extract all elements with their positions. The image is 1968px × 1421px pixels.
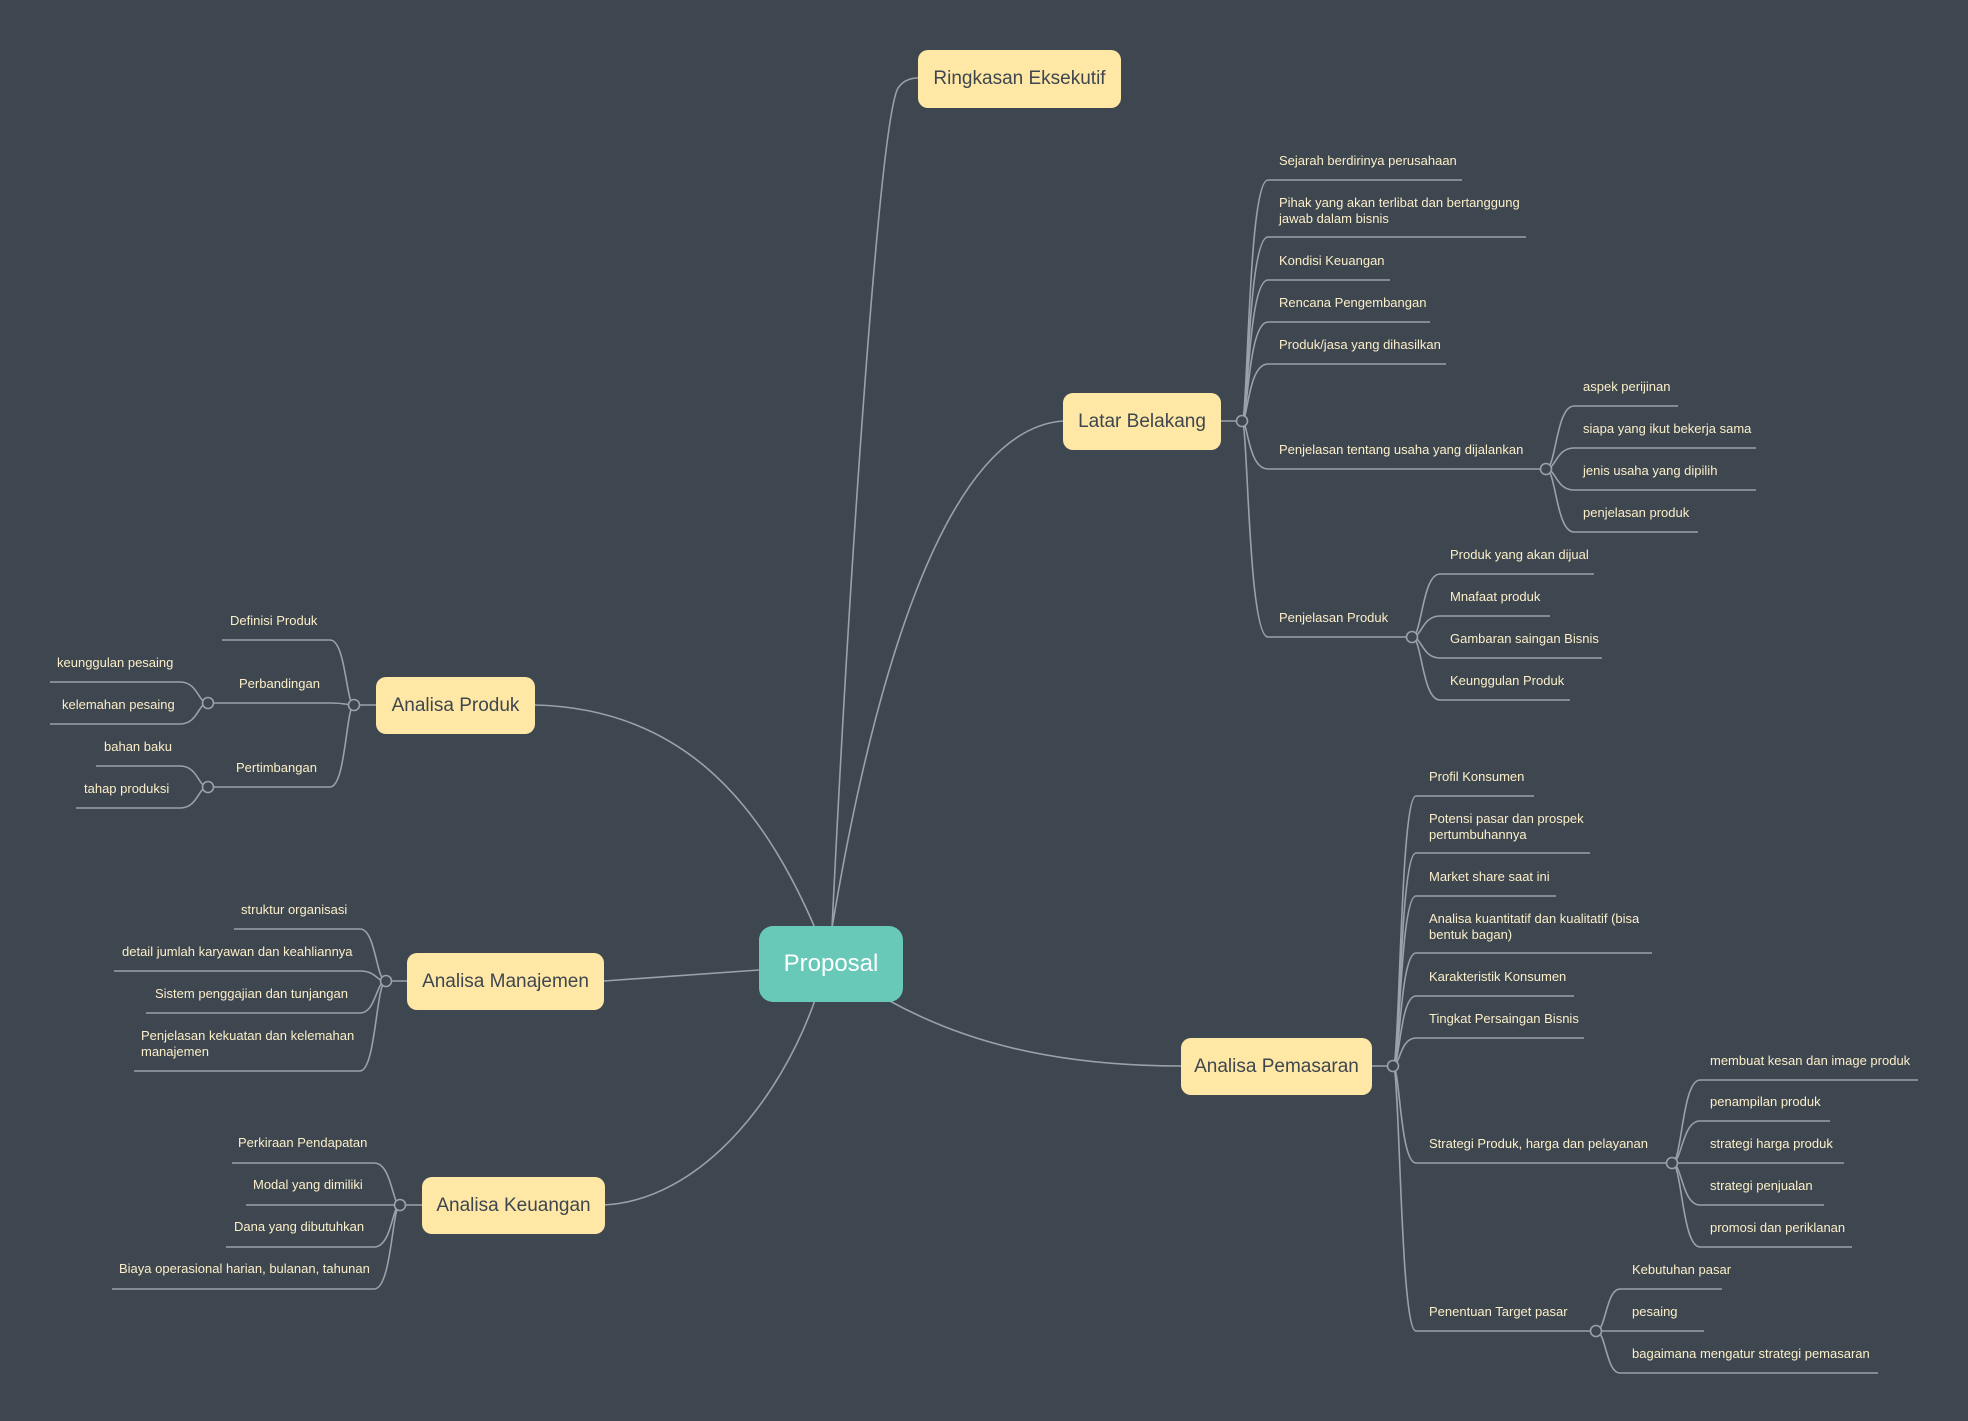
junction-strategi [1665, 1156, 1679, 1170]
subtopic-produk-2[interactable]: Perbandingan [239, 676, 320, 691]
subtopic-strategi-3[interactable]: strategi harga produk [1710, 1136, 1833, 1151]
subtopic-produk-detail-1[interactable]: Produk yang akan dijual [1450, 547, 1589, 562]
junction-produk [347, 698, 361, 712]
junction-perbandingan [201, 696, 215, 710]
subtopic-pemasaran-7[interactable]: Strategi Produk, harga dan pelayanan [1429, 1136, 1648, 1151]
subtopic-pemasaran-4[interactable]: Analisa kuantitatif dan kualitatif (bisa… [1429, 911, 1640, 942]
subtopic-strategi-2[interactable]: penampilan produk [1710, 1094, 1821, 1109]
junction-pertimbangan [201, 780, 215, 794]
subtopic-pemasaran-2[interactable]: Potensi pasar dan prospek pertumbuhannya [1429, 811, 1584, 842]
subtopic-manajemen-4[interactable]: Penjelasan kekuatan dan kelemahan manaje… [141, 1028, 355, 1059]
link-root-ringkasan [831, 77, 919, 929]
subtopic-latar-6[interactable]: Penjelasan tentang usaha yang dijalankan [1279, 442, 1524, 457]
subtopic-pemasaran-3[interactable]: Market share saat ini [1429, 869, 1550, 884]
subtopic-strategi-1[interactable]: membuat kesan dan image produk [1710, 1053, 1911, 1068]
subtopic-usaha-4[interactable]: penjelasan produk [1583, 505, 1690, 520]
subtopic-keuangan-1[interactable]: Perkiraan Pendapatan [238, 1135, 368, 1150]
topic-analisa-produk[interactable]: Analisa Produk [376, 677, 535, 734]
subtopic-produk-1[interactable]: Definisi Produk [230, 613, 318, 628]
subtopic-strategi-4[interactable]: strategi penjualan [1710, 1178, 1813, 1193]
subtopic-usaha-2[interactable]: siapa yang ikut bekerja sama [1583, 421, 1752, 436]
subtopic-produk-3[interactable]: Pertimbangan [236, 760, 317, 775]
junction-penjelasan-produk [1405, 630, 1419, 644]
subtopic-produk-detail-4[interactable]: Keunggulan Produk [1450, 673, 1565, 688]
subtopic-keuangan-3[interactable]: Dana yang dibutuhkan [234, 1219, 365, 1234]
link-root-manajemen [603, 969, 760, 982]
junction-keuangan [393, 1198, 407, 1212]
topic-latar-belakang[interactable]: Latar Belakang [1063, 393, 1221, 450]
subtopic-manajemen-3[interactable]: Sistem penggajian dan tunjangan [155, 986, 348, 1001]
subtopic-perbandingan-1[interactable]: keunggulan pesaing [57, 655, 174, 670]
subtopic-usaha-3[interactable]: jenis usaha yang dipilih [1583, 463, 1718, 478]
subtopic-produk-detail-2[interactable]: Mnafaat produk [1450, 589, 1541, 604]
subtopic-pemasaran-6[interactable]: Tingkat Persaingan Bisnis [1429, 1011, 1579, 1026]
subtopic-pemasaran-1[interactable]: Profil Konsumen [1429, 769, 1525, 784]
subtopic-latar-5[interactable]: Produk/jasa yang dihasilkan [1279, 337, 1441, 352]
topic-analisa-keuangan[interactable]: Analisa Keuangan [422, 1177, 605, 1234]
subtopic-usaha-1[interactable]: aspek perijinan [1583, 379, 1671, 394]
junction-pemasaran [1386, 1059, 1400, 1073]
link-root-pemasaran [887, 999, 1182, 1067]
subtopic-latar-2[interactable]: Pihak yang akan terlibat dan bertanggung… [1279, 195, 1520, 226]
subtopic-produk-detail-3[interactable]: Gambaran saingan Bisnis [1450, 631, 1599, 646]
subtopic-pertimbangan-2[interactable]: tahap produksi [84, 781, 170, 796]
junction-target [1589, 1324, 1603, 1338]
subtopic-pemasaran-5[interactable]: Karakteristik Konsumen [1429, 969, 1567, 984]
subtopic-latar-3[interactable]: Kondisi Keuangan [1279, 253, 1385, 268]
subtopic-pertimbangan-1[interactable]: bahan baku [104, 739, 172, 754]
subtopic-keuangan-2[interactable]: Modal yang dimiliki [253, 1177, 363, 1192]
subtopic-target-1[interactable]: Kebutuhan pasar [1632, 1262, 1732, 1277]
junction-latar [1235, 414, 1249, 428]
topic-analisa-manajemen[interactable]: Analisa Manajemen [407, 953, 604, 1010]
subtopic-strategi-5[interactable]: promosi dan periklanan [1710, 1220, 1846, 1235]
subtopic-latar-1[interactable]: Sejarah berdirinya perusahaan [1279, 153, 1457, 168]
topic-ringkasan-eksekutif[interactable]: Ringkasan Eksekutif [918, 50, 1121, 108]
subtopic-latar-4[interactable]: Rencana Pengembangan [1279, 295, 1427, 310]
subtopic-target-3[interactable]: bagaimana mengatur strategi pemasaran [1632, 1346, 1870, 1361]
link-root-produk [533, 704, 816, 929]
central-topic-proposal[interactable]: Proposal [759, 926, 903, 1002]
topic-analisa-pemasaran[interactable]: Analisa Pemasaran [1181, 1038, 1372, 1095]
subtopic-manajemen-1[interactable]: struktur organisasi [241, 902, 348, 917]
subtopic-latar-7[interactable]: Penjelasan Produk [1279, 610, 1389, 625]
junction-usaha [1539, 462, 1553, 476]
link-root-keuangan [603, 999, 816, 1206]
subtopic-keuangan-4[interactable]: Biaya operasional harian, bulanan, tahun… [119, 1261, 370, 1276]
subtopic-manajemen-2[interactable]: detail jumlah karyawan dan keahliannya [122, 944, 353, 959]
junction-manajemen [379, 974, 393, 988]
subtopic-pemasaran-8[interactable]: Penentuan Target pasar [1429, 1304, 1568, 1319]
link-root-latar [831, 420, 1064, 929]
subtopic-perbandingan-2[interactable]: kelemahan pesaing [62, 697, 175, 712]
subtopic-target-2[interactable]: pesaing [1632, 1304, 1678, 1319]
